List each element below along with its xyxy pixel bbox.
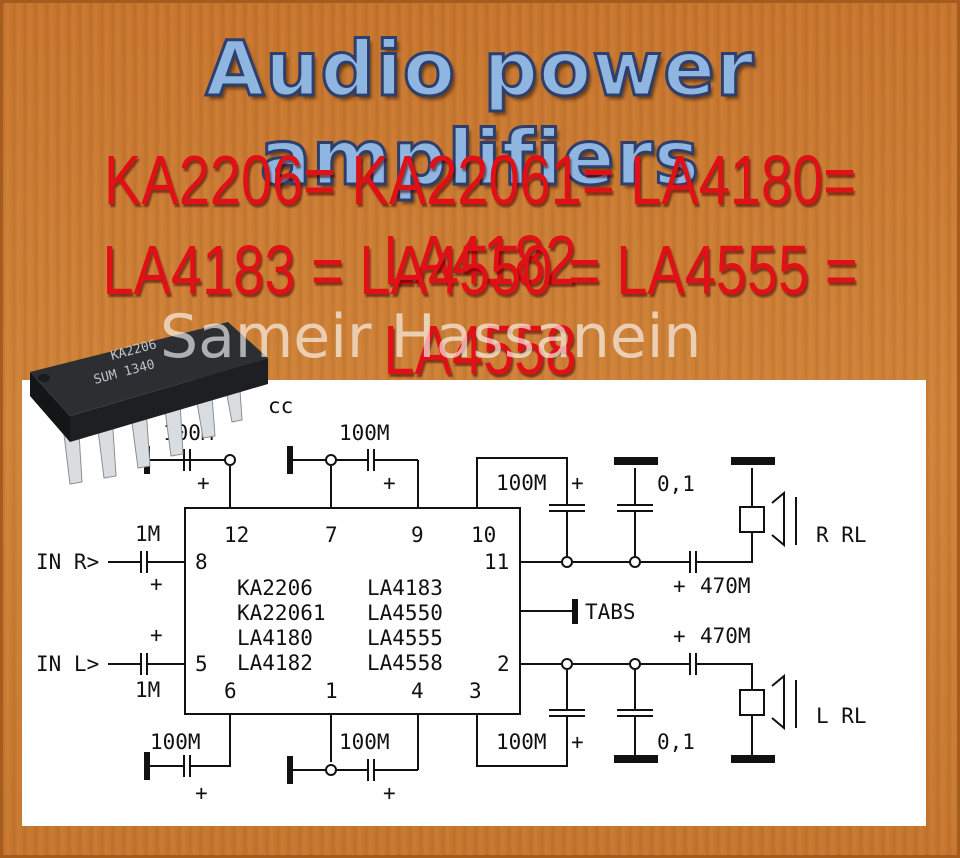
equivalents-line-2: LA4183 = LA4550 = LA4555 = LA4558: [102, 231, 858, 389]
pin-12: 12: [224, 523, 249, 547]
r-load-label: R RL: [816, 523, 867, 547]
cap-bot-01-label: 0,1: [657, 730, 695, 754]
cap-10-label: 100M: [496, 471, 547, 495]
pin-7: 7: [325, 523, 338, 547]
tabs-label: TABS: [585, 600, 636, 624]
vcc-label: cc: [268, 394, 293, 418]
plus-sign: +: [383, 471, 396, 495]
ic-chip-photo: KA2206 SUM 1340: [30, 322, 268, 485]
author-watermark: Sameir Hassanein: [160, 302, 702, 372]
pin-11: 11: [484, 550, 509, 574]
cap-top-01-label: 0,1: [657, 472, 695, 496]
plus-sign: +: [195, 781, 208, 805]
ic-name: LA4180: [237, 626, 313, 650]
l-load-label: L RL: [816, 704, 867, 728]
plus-sign: +: [150, 572, 163, 596]
ic-name: LA4182: [237, 651, 313, 675]
pin-10: 10: [471, 523, 496, 547]
cap-6-label: 100M: [150, 730, 201, 754]
input-r-label: IN R>: [36, 550, 99, 574]
cap-out-l-label: 470M: [700, 624, 751, 648]
ic-name: LA4183: [367, 576, 443, 600]
ic-name: LA4558: [367, 651, 443, 675]
equivalents-line-1: KA2206= KA22061= LA4180= LA4182: [103, 141, 857, 299]
pin-2: 2: [497, 652, 510, 676]
plus-sign: +: [673, 624, 686, 648]
page-title: Audio power amplifiers: [204, 23, 755, 204]
junction-nodes: [224, 454, 641, 776]
pin-9: 9: [411, 523, 424, 547]
plus-sign: +: [571, 730, 584, 754]
plus-sign: +: [383, 781, 396, 805]
pin-4: 4: [411, 679, 424, 703]
plus-sign: +: [197, 471, 210, 495]
pin-5: 5: [195, 652, 208, 676]
cap-7-label: 100M: [339, 421, 390, 445]
schematic-labels: cc 100M 100M + + 12 7 9 10 8 11 5 2 6 1 …: [36, 394, 867, 805]
pin-1: 1: [325, 679, 338, 703]
pin-8: 8: [195, 550, 208, 574]
cap-in-r-label: 1M: [135, 522, 160, 546]
input-l-label: IN L>: [36, 652, 99, 676]
ic-name: KA22061: [237, 601, 326, 625]
schematic-wires: [108, 449, 797, 781]
cap-in-l-label: 1M: [135, 678, 160, 702]
ic-name: LA4550: [367, 601, 443, 625]
pin-6: 6: [224, 679, 237, 703]
plus-sign: +: [571, 471, 584, 495]
plus-sign: +: [673, 574, 686, 598]
cap-out-r-label: 470M: [700, 574, 751, 598]
ic-name: KA2206: [237, 576, 313, 600]
cap-1-label: 100M: [339, 730, 390, 754]
cap-3-label: 100M: [496, 730, 547, 754]
pin-3: 3: [469, 679, 482, 703]
ic-name: LA4555: [367, 626, 443, 650]
plus-sign: +: [150, 623, 163, 647]
